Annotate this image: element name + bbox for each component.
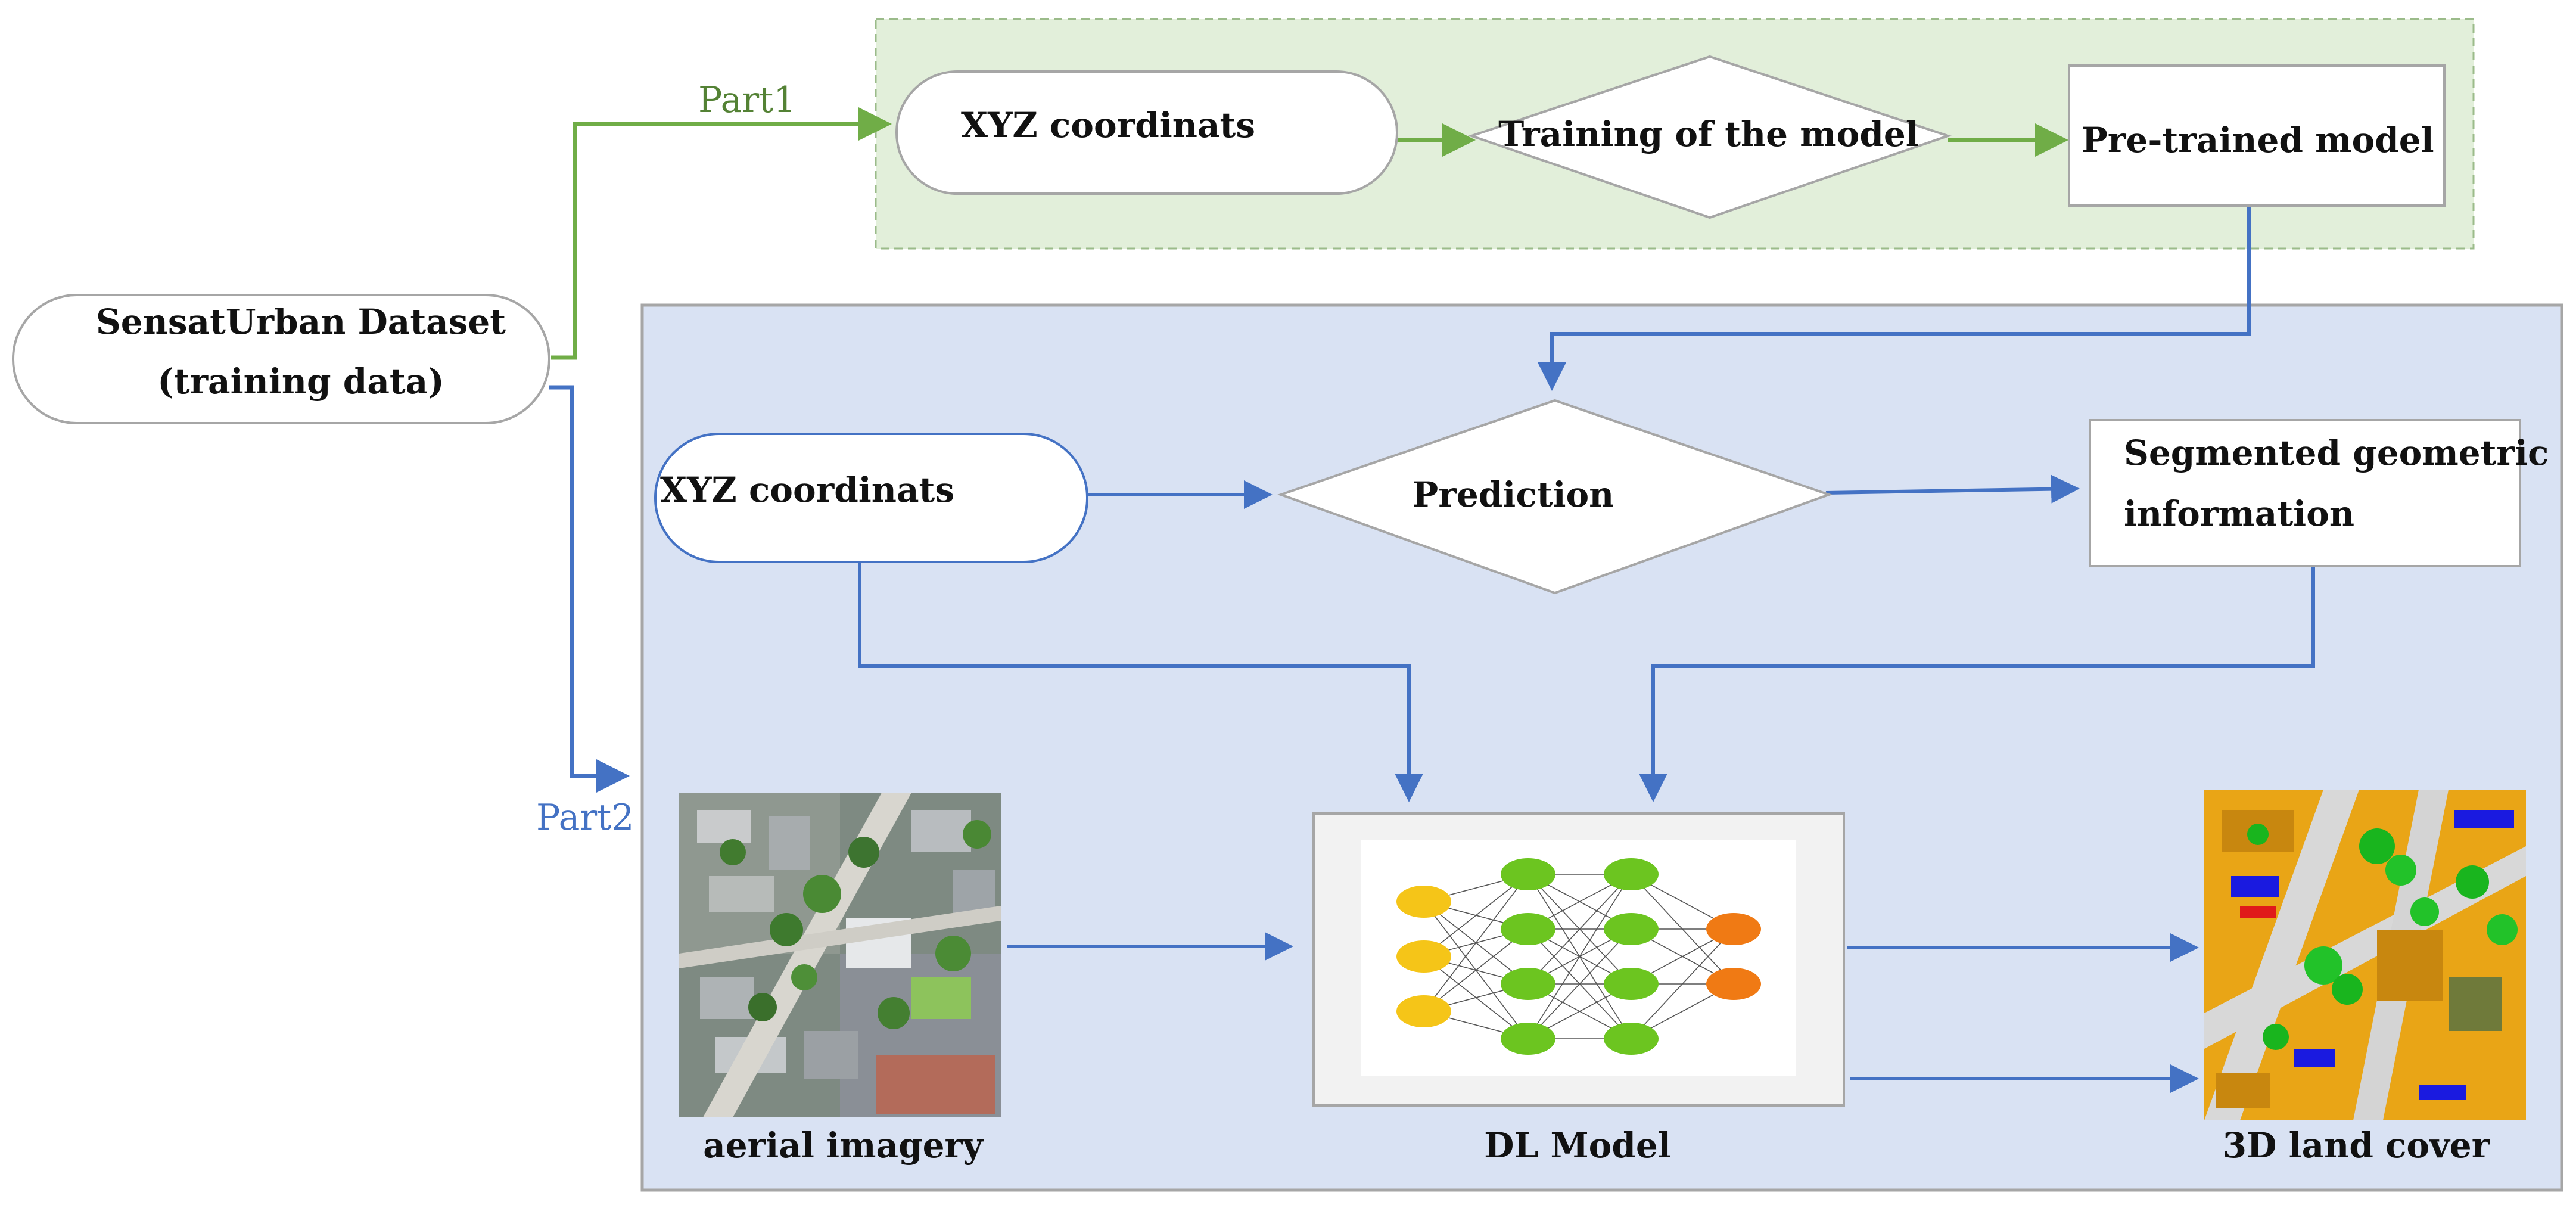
- segmented-label-line1: Segmented geometric: [2124, 433, 2549, 473]
- training-node: Training of the model: [1467, 55, 1952, 219]
- network-neuron: [1501, 1023, 1555, 1055]
- 3d-land-cover-map-icon: [2204, 790, 2526, 1120]
- xyz-predict-node: XYZ coordinats: [654, 433, 1088, 563]
- part2-label: Part2: [536, 797, 634, 838]
- landcover-caption: 3D land cover: [2223, 1125, 2491, 1166]
- network-edge: [1423, 874, 1529, 1012]
- pretrained-label: Pre-trained model: [2082, 120, 2434, 160]
- network-neuron: [1604, 968, 1659, 1000]
- pretrained-to-prediction-arrow: [1538, 207, 2251, 391]
- network-neuron: [1396, 995, 1451, 1027]
- network-neuron: [1604, 1023, 1659, 1055]
- segmented-node: Segmented geometric information: [2089, 419, 2549, 567]
- xyz-predict-label: XYZ coordinats: [660, 470, 954, 510]
- network-neuron: [1706, 968, 1761, 1000]
- network-edge: [1527, 928, 1632, 1039]
- training-label: Training of the model: [1498, 114, 1919, 154]
- network-edge: [1423, 874, 1529, 957]
- network-neuron: [1396, 940, 1451, 973]
- network-neuron: [1604, 858, 1659, 890]
- network-neuron: [1501, 858, 1555, 890]
- network-neuron: [1501, 913, 1555, 945]
- xyz-train-node: XYZ coordinats: [895, 70, 1398, 195]
- part1-label: Part1: [698, 79, 796, 121]
- network-edge: [1527, 874, 1632, 1039]
- aerial-photo-icon: [679, 793, 1001, 1117]
- network-neuron: [1706, 913, 1761, 945]
- network-edge: [1527, 874, 1632, 985]
- dl-caption: DL Model: [1484, 1125, 1671, 1166]
- xyz-train-label: XYZ coordinats: [961, 105, 1255, 145]
- prediction-node: Prediction: [1277, 399, 1833, 595]
- part2-connector: [549, 385, 630, 793]
- prediction-label: Prediction: [1413, 474, 1614, 515]
- pretrained-node: Pre-trained model: [2068, 64, 2446, 207]
- dataset-label-line1: SensatUrban Dataset: [96, 302, 506, 342]
- network-neuron: [1396, 886, 1451, 918]
- prediction-to-segmented-arrow: [1825, 474, 2080, 504]
- network-edge: [1631, 928, 1734, 1039]
- connectors: [549, 107, 2315, 1093]
- aerial-caption: aerial imagery: [703, 1125, 984, 1166]
- dataset-node: SensatUrban Dataset (training data): [12, 294, 550, 424]
- dl-model-node: [1312, 812, 1845, 1107]
- network-edge: [1423, 928, 1529, 1012]
- part1-connector: [551, 107, 892, 360]
- xyz-to-dl-arrow: [858, 563, 1423, 802]
- segmented-to-dl-arrow: [1639, 566, 2315, 802]
- dataset-label-line2: (training data): [157, 361, 444, 402]
- neural-network-icon: [1396, 858, 1761, 1055]
- segmented-label-line2: information: [2124, 493, 2354, 534]
- network-neuron: [1604, 913, 1659, 945]
- network-neuron: [1501, 968, 1555, 1000]
